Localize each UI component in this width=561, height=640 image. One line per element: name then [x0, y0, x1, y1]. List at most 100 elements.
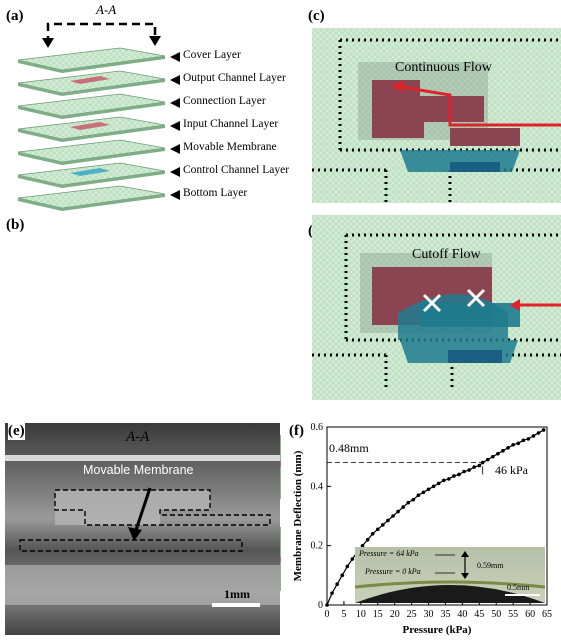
layer-label: Output Channel Layer: [183, 72, 286, 84]
continuous-flow-render: [312, 28, 561, 205]
y-axis-label: Membrane Deflection (mm): [292, 450, 304, 581]
layer-pointer-arrow: [170, 98, 180, 108]
data-point: [436, 481, 441, 486]
data-point: [452, 474, 456, 478]
data-point: [396, 509, 400, 514]
data-point: [350, 557, 355, 561]
x-axis-label: Pressure (kPa): [403, 624, 472, 636]
data-point: [457, 472, 461, 477]
data-point: [521, 438, 526, 443]
layer-edge: [18, 79, 165, 96]
layer-channel: [70, 168, 110, 176]
layer-pointer-arrow: [170, 52, 180, 62]
x-tick-label: 15: [373, 609, 383, 620]
layer-pointer-arrow: [170, 121, 180, 131]
y-tick-label: 0.2: [311, 541, 324, 552]
layer-edge: [18, 171, 165, 188]
x-tick-label: 55: [508, 609, 518, 620]
panel-c: (c) Continuous Flow: [300, 0, 561, 215]
x-tick-label: 50: [491, 609, 501, 620]
panel-d: (d) Cutoff Flow: [300, 215, 561, 410]
panel-b: (b) 900 μm ThicknessBottomLayer5×5mm360 …: [0, 215, 300, 610]
data-point: [330, 591, 334, 595]
data-point: [431, 484, 436, 489]
x-tick-label: 40: [457, 609, 467, 620]
section-label-a: A-A: [96, 2, 117, 17]
layer-edge: [18, 148, 165, 165]
data-point: [375, 527, 380, 532]
data-point: [325, 603, 329, 607]
x-tick-label: 60: [525, 609, 535, 620]
data-point: [526, 437, 531, 441]
layer-pointer-arrow: [170, 190, 180, 200]
data-point: [421, 490, 426, 495]
data-point: [411, 497, 416, 502]
scale-bar-label: 1mm: [224, 587, 250, 601]
panel-e-label: (e): [8, 423, 25, 440]
y-tick-label: 0.6: [311, 422, 324, 433]
inset-pressure-high: Pressure = 64 kPa: [359, 549, 419, 558]
data-point: [365, 537, 370, 542]
x-tick-label: 30: [424, 609, 434, 620]
data-point: [406, 500, 411, 505]
data-point: [506, 445, 510, 450]
layer-channel: [70, 76, 110, 84]
data-point: [370, 532, 375, 536]
data-point: [472, 465, 477, 469]
panel-a-label: (a): [6, 8, 24, 24]
data-point: [340, 573, 345, 578]
data-point: [401, 505, 405, 509]
layer-edge: [18, 194, 165, 211]
layer-pointer-arrow: [170, 167, 180, 177]
data-point: [501, 448, 505, 453]
movable-membrane-annotation: Movable Membrane: [83, 463, 194, 477]
plot-frame: [326, 426, 548, 606]
continuous-flow-label: Continuous Flow: [395, 60, 492, 75]
layer-label: Cover Layer: [183, 49, 241, 61]
marker-x-label: 46 kPa: [495, 463, 528, 477]
layer-edge: [18, 56, 165, 73]
data-point: [541, 428, 546, 432]
layer-label: Movable Membrane: [183, 141, 277, 153]
y-tick-label: 0: [318, 600, 323, 611]
data-point: [381, 523, 385, 527]
section-label-e: A-A: [126, 429, 150, 445]
layer-label: Control Channel Layer: [183, 164, 290, 176]
cutoff-flow-render: [312, 215, 561, 400]
layer-edge: [18, 102, 165, 119]
x-tick-label: 65: [542, 609, 552, 620]
sem-cross-section: [5, 423, 280, 635]
data-point: [447, 477, 451, 481]
x-tick-label: 45: [474, 609, 484, 620]
data-point: [496, 451, 500, 456]
data-point: [485, 457, 490, 462]
x-tick-label: 0: [325, 609, 330, 620]
layer-pointer-arrow: [170, 75, 180, 85]
layer-stack-diagram: [17, 22, 180, 211]
cutoff-flow-label: Cutoff Flow: [412, 247, 481, 262]
data-point: [467, 468, 471, 472]
panel-b-label: (b): [6, 217, 25, 233]
layer-label: Bottom Layer: [183, 187, 248, 199]
x-tick-label: 20: [390, 609, 400, 620]
data-point: [462, 469, 466, 474]
data-point: [536, 431, 541, 435]
data-point: [491, 454, 495, 459]
data-point: [335, 582, 339, 587]
data-point: [511, 443, 515, 447]
deflection-inset: Pressure = 64 kPa Pressure = 0 kPa 0.59m…: [355, 547, 545, 603]
y-tick-label: 0.4: [311, 481, 324, 492]
panel-f-label: (f): [289, 423, 304, 439]
data-point: [360, 543, 365, 548]
data-point: [516, 441, 521, 446]
layer-label: Input Channel Layer: [183, 118, 279, 130]
inset-deflection: 0.59mm: [477, 561, 504, 570]
data-point: [386, 518, 390, 523]
panel-e: (e) A-A Movable Membrane 1mm: [0, 415, 285, 640]
x-tick-label: 10: [356, 609, 366, 620]
data-point: [345, 564, 350, 569]
data-point: [416, 493, 421, 498]
x-tick-label: 25: [407, 609, 417, 620]
